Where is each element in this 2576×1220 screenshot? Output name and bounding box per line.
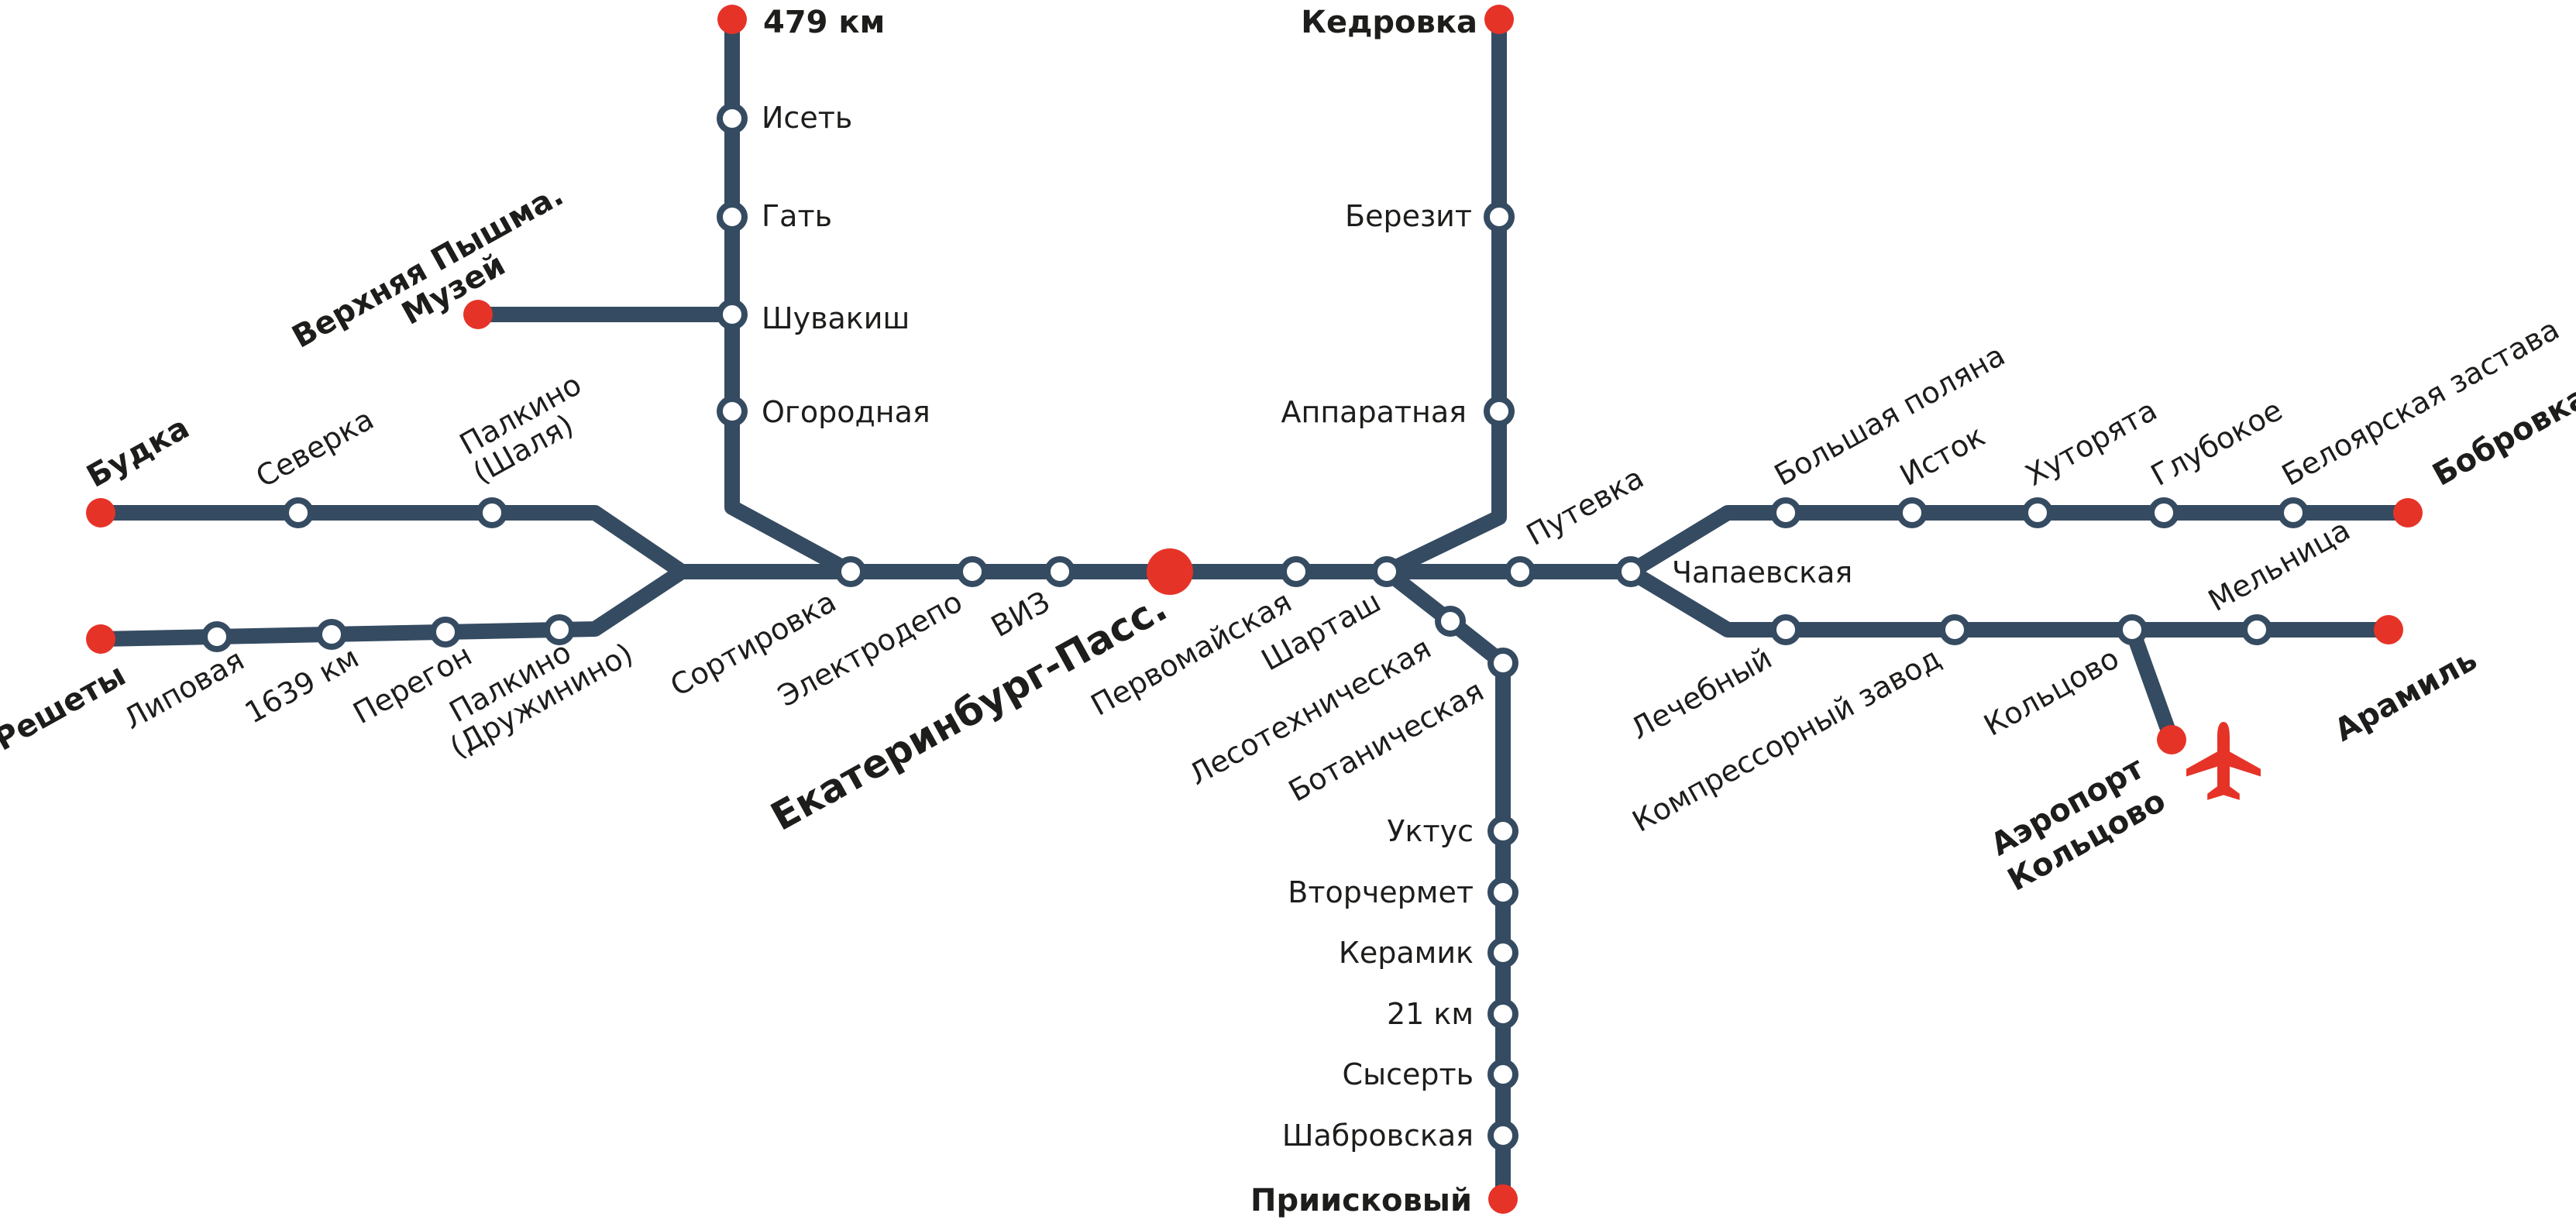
stop-elektrodepo[interactable] [957,556,988,587]
label-chapaevskaya: Чапаевская [1672,555,1852,589]
label-keramik: Керамик [1339,936,1474,970]
label-bolshaya-polyana: Большая поляна [1769,338,2010,493]
stop-shabrovskaya[interactable] [1487,1120,1518,1151]
label-kedrovka: Кедровка [1301,5,1477,40]
track-lines [100,19,2408,1199]
label-iset: Исеть [762,101,852,135]
label-sysert: Сысерть [1343,1057,1474,1091]
track-reshety [100,565,686,647]
stop-apparatnaya[interactable] [1484,396,1515,427]
stop-shuvakish[interactable] [717,299,748,330]
label-apparatnaya: Аппаратная [1281,395,1467,429]
label-melnitsa: Мельница [2203,513,2356,618]
stop-istok[interactable] [1897,497,1928,528]
label-reshety: Решеты [0,658,132,758]
label-beloyarskaya-zastava: Белоярская застава [2276,312,2565,493]
stop-iset[interactable] [717,103,748,134]
stop-uktus[interactable] [1487,816,1518,847]
terminal-reshety[interactable] [86,624,115,654]
label-shabrovskaya: Шабровская [1282,1119,1474,1153]
label-479km: 479 км [763,5,885,40]
label-priiskovy: Приисковый [1250,1183,1472,1218]
stop-vtorchermet[interactable] [1487,877,1518,908]
label-gat: Гать [762,199,832,233]
stop-lechebny[interactable] [1770,614,1801,645]
label-uktus: Уктус [1387,814,1474,848]
terminal-bobrovka[interactable] [2393,498,2423,528]
terminal-airport-koltsovo[interactable] [2157,725,2186,754]
stop-putevka[interactable] [1505,556,1536,587]
stop-bolshaya-polyana[interactable] [1770,497,1801,528]
label-vtorchermet: Вторчермет [1288,875,1474,909]
stop-sortirovka[interactable] [835,556,866,587]
label-21km: 21 км [1387,997,1474,1031]
stop-berezit[interactable] [1484,201,1515,232]
stop-botanicheskaya[interactable] [1487,648,1518,679]
label-lipovaya: Липовая [118,642,249,736]
terminal-stations [86,5,2423,1214]
stop-pervomayskaya[interactable] [1281,556,1312,587]
label-severka: Северка [250,402,380,494]
stop-glubokoe[interactable] [2148,497,2179,528]
stop-ogorodnaya[interactable] [717,396,748,427]
label-putevka: Путевка [1521,460,1649,552]
stop-melnitsa[interactable] [2241,614,2272,645]
track-aramil [1626,565,2389,637]
stop-lipovaya[interactable] [201,621,232,652]
label-verkhnyaya-pyshma-line1: Верхняя Пышма. [287,177,569,356]
stop-koltsovo[interactable] [2117,614,2148,645]
stop-palkino-shalya[interactable] [476,497,507,528]
track-north-479km [724,19,855,579]
station-labels: 479 км Исеть Гать Шувакиш Огородная Верх… [0,5,2576,1218]
track-kedrovka [1383,19,1507,579]
stop-1639km[interactable] [316,619,347,650]
stop-palkino-druzhinino[interactable] [544,614,575,645]
label-budka: Будка [81,410,195,495]
terminal-479km[interactable] [717,5,747,34]
stop-sysert[interactable] [1487,1059,1518,1090]
stop-chapaevskaya[interactable] [1615,556,1646,587]
terminal-priiskovy[interactable] [1488,1184,1518,1214]
track-bobrovka [1626,505,2408,579]
stop-gat[interactable] [717,201,748,232]
airplane-icon [2186,722,2261,800]
label-istok: Исток [1894,418,1990,493]
terminal-kedrovka[interactable] [1484,5,1514,34]
label-berezit: Березит [1345,199,1472,233]
label-viz: ВИЗ [985,584,1055,644]
intermediate-stops [201,103,2309,1151]
label-khutoryata: Хуторята [2020,393,2162,493]
stop-kompressorny-zavod[interactable] [1939,614,1970,645]
stop-peregon[interactable] [430,617,461,648]
label-shuvakish: Шувакиш [762,301,910,335]
track-priiskovy [1381,565,1511,1199]
hub-ekaterinburg-pass[interactable] [1147,548,1193,595]
stop-shartash[interactable] [1371,556,1402,587]
stop-beloyarskaya-zastava[interactable] [2278,497,2309,528]
label-1639km: 1639 км [239,640,365,730]
stop-lesotekhnicheskaya[interactable] [1435,606,1466,637]
label-ogorodnaya: Огородная [762,395,930,429]
label-glubokoe: Глубокое [2145,393,2288,493]
label-lechebny: Лечебный [1625,641,1777,746]
label-aramil: Арамиль [2329,642,2483,749]
stop-severka[interactable] [283,497,314,528]
label-koltsovo: Кольцово [1978,641,2124,742]
stop-khutoryata[interactable] [2022,497,2053,528]
stop-keramik[interactable] [1487,937,1518,968]
terminal-verkhnyaya-pyshma[interactable] [463,300,493,329]
terminal-aramil[interactable] [2374,615,2403,644]
terminal-budka[interactable] [86,498,115,528]
track-airport [2124,627,2179,743]
label-kompressorny-zavod: Компрессорный завод [1627,641,1947,838]
stop-21km[interactable] [1487,998,1518,1029]
track-budka [101,505,686,579]
stop-viz[interactable] [1044,556,1075,587]
